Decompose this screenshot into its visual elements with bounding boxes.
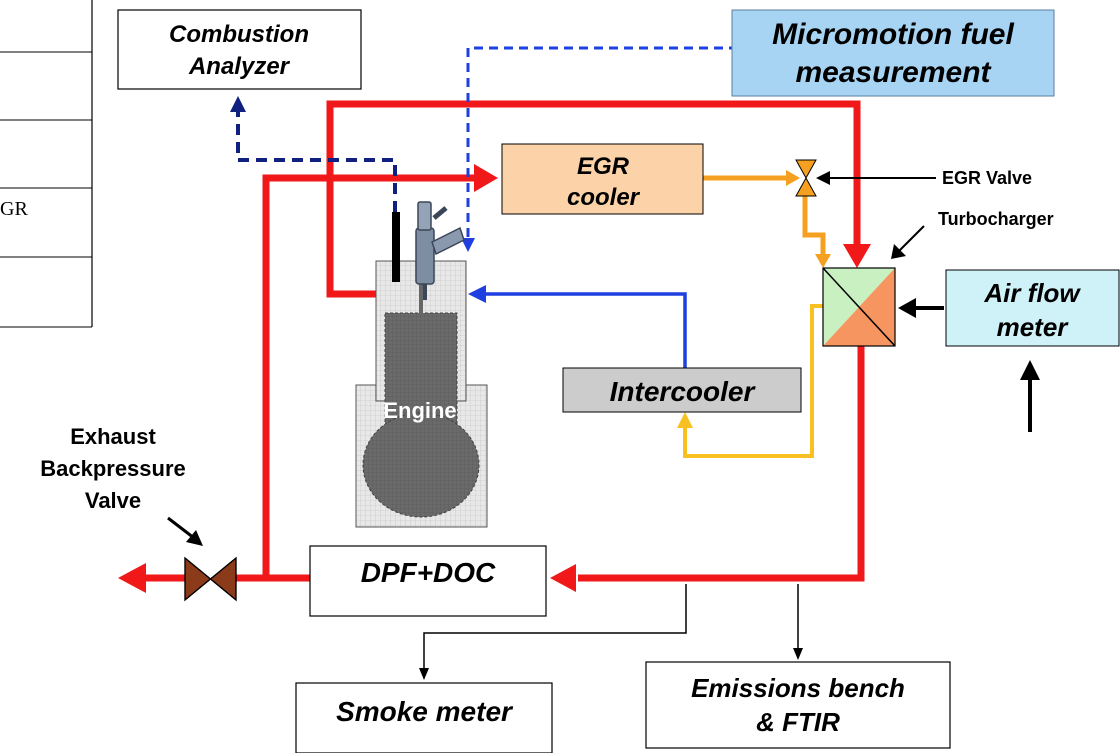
air-flow-meter-line1: Air flow (983, 278, 1081, 308)
exhaust-bp-valve-line2: Backpressure (40, 456, 186, 481)
combustion-analyzer-line2: Analyzer (188, 53, 291, 80)
emissions-bench-line2: & FTIR (756, 707, 840, 737)
smoke-meter-label: Smoke meter (336, 696, 514, 727)
arrow-into-dpf (550, 564, 576, 592)
emissions-bench-line1: Emissions bench (691, 673, 905, 703)
exhaust-backpressure-valve-icon (184, 556, 237, 602)
intake-air-line (484, 292, 687, 368)
micromotion-line1: Micromotion fuel (772, 18, 1014, 51)
arrow-into-egr-cooler (474, 164, 498, 192)
exhaust-lines (145, 100, 865, 582)
compressed-air-line (683, 304, 823, 458)
arrow-egr-to-turbo (815, 254, 831, 268)
combustion-analyzer-box: Combustion Analyzer (117, 9, 362, 90)
arrow-egr-to-valve (786, 170, 800, 186)
arrow-into-intercooler (677, 412, 693, 428)
arrow-exhaust-out (118, 563, 146, 593)
turbocharger-icon (822, 267, 896, 347)
pointer-arrows (167, 171, 1040, 680)
egr-cooler-line1: EGR (577, 153, 630, 180)
smoke-meter-box: Smoke meter (295, 682, 553, 753)
emissions-bench-box: Emissions bench & FTIR (645, 661, 951, 749)
egr-cooler-line2: cooler (567, 184, 641, 211)
air-flow-meter-box: Air flow meter (945, 269, 1120, 347)
egr-lines (703, 175, 826, 258)
table-row-text: GR (0, 198, 28, 220)
exhaust-bp-valve-line1: Exhaust (70, 424, 156, 449)
arrow-into-engine (468, 285, 486, 303)
arrow-to-combustion-analyzer (230, 96, 246, 112)
intercooler-label: Intercooler (610, 376, 757, 407)
egr-valve-label: EGR Valve (942, 168, 1032, 188)
table-fragment: GR (0, 0, 93, 328)
micromotion-line2: measurement (795, 56, 992, 89)
analyzer-signal-line (236, 112, 397, 212)
arrow-into-turbocharger (843, 244, 871, 268)
micromotion-box: Micromotion fuel measurement (731, 9, 1055, 97)
egr-valve-icon (795, 159, 817, 197)
turbocharger-label: Turbocharger (938, 209, 1054, 229)
exhaust-arrowheads (118, 164, 871, 593)
egr-cooler-box: EGR cooler (501, 143, 704, 215)
fuel-injector-icon (415, 201, 465, 300)
engine-label: Engine (383, 398, 456, 423)
engine: Engine (355, 260, 488, 528)
air-flow-meter-line2: meter (997, 312, 1070, 342)
fuel-signal-line (466, 46, 738, 238)
dpf-doc-box: DPF+DOC (309, 545, 547, 617)
exhaust-bp-valve-label: Exhaust Backpressure Valve (40, 424, 186, 513)
exhaust-bp-valve-line3: Valve (85, 488, 141, 513)
combustion-analyzer-line1: Combustion (169, 21, 309, 48)
dpf-doc-label: DPF+DOC (361, 557, 496, 588)
cylinder-pressure-sensor (392, 212, 400, 282)
intercooler-box: Intercooler (562, 367, 802, 413)
arrow-fuel-to-injector (461, 238, 475, 252)
